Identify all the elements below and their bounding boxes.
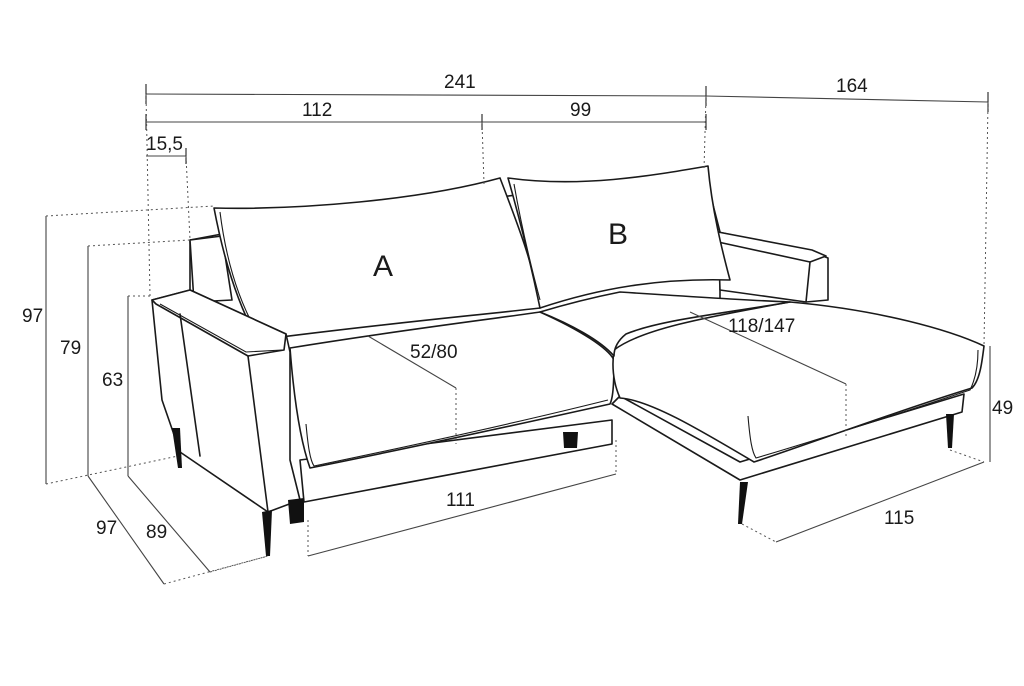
- armrest-height-label: 63: [102, 370, 123, 391]
- section-a-width-label: 112: [302, 100, 332, 121]
- seat-cushion-b: [539, 291, 791, 357]
- seat-width-label: 111: [446, 490, 475, 511]
- section-a-label: A: [373, 250, 393, 283]
- right-armrest: [717, 231, 829, 303]
- total-depth-label: 97: [96, 518, 117, 539]
- total-height-label: 97: [22, 306, 43, 327]
- dimension-lines: [45, 84, 991, 585]
- seat-depth-label: 52/80: [410, 342, 458, 363]
- labels: A B 241 164 112 99 15,5 97 79 63 97 89 5…: [22, 72, 1013, 543]
- leg-front-left: [262, 510, 272, 556]
- back-cushion-b: [507, 165, 731, 309]
- left-armrest: [151, 289, 301, 513]
- leg-mid-front: [288, 498, 304, 524]
- chaise-length-label: 164: [836, 76, 868, 97]
- leg-mid-back: [563, 432, 578, 448]
- chaise-width-label: 115: [884, 508, 914, 529]
- armrest-width-label: 15,5: [146, 134, 183, 155]
- leg-chaise-right: [946, 414, 954, 448]
- section-b-label: B: [608, 218, 628, 251]
- leg-chaise-front: [738, 482, 748, 524]
- left-back-armrest: [189, 235, 233, 303]
- chaise-depth-label: 118/147: [728, 316, 795, 337]
- seat-height-label: 49: [992, 398, 1013, 419]
- backrest-height-label: 79: [60, 338, 81, 359]
- section-b-width-label: 99: [570, 100, 591, 121]
- sofa: [151, 165, 985, 556]
- seat-depth-outer-label: 89: [146, 522, 167, 543]
- leg-back-left: [172, 428, 182, 468]
- seat-base-a: [299, 419, 613, 503]
- seat-cushion-a: [289, 311, 615, 469]
- total-width-label: 241: [444, 72, 476, 93]
